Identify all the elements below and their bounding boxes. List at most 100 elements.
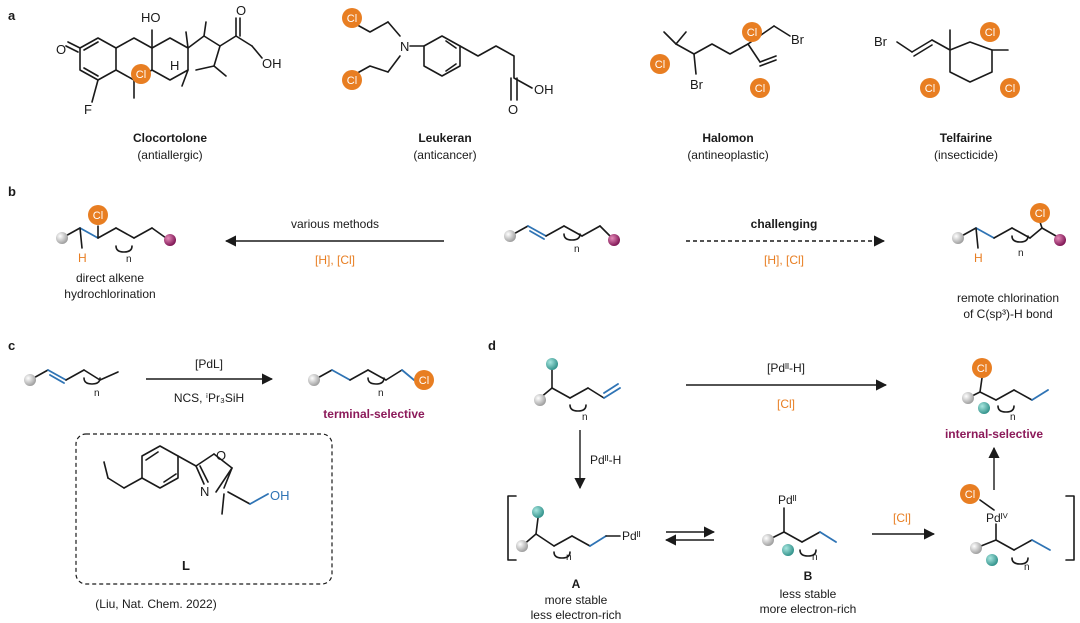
chain-subscript: n: [378, 388, 384, 399]
clocortolone-f: F: [84, 102, 92, 117]
right-caption-line1: remote chlorination: [957, 291, 1059, 305]
chain-subscript: n: [574, 244, 580, 255]
chlorine-label: Cl: [925, 83, 935, 95]
chlorine-label: Cl: [347, 75, 357, 87]
halomon-br-top: Br: [791, 32, 805, 47]
purple-substituent: [164, 234, 176, 246]
panel-label-b: b: [8, 184, 16, 199]
intermediate-a-desc2: less electron-rich: [531, 608, 622, 622]
clocortolone-structure: [65, 17, 263, 103]
added-hydrogen: H: [974, 251, 983, 265]
bracket-left: [507, 495, 517, 561]
hydrochlorination-product: [61, 225, 167, 253]
pd-iv-intermediate-structure: [975, 499, 1051, 565]
oxidation-reagent: [Cl]: [893, 511, 911, 525]
intermediate-a-desc1: more stable: [545, 593, 608, 607]
leukeran-n: N: [400, 39, 409, 54]
chlorine-label: Cl: [1035, 208, 1045, 220]
terminal-chloride-product: [313, 369, 415, 385]
left-arrow-label: various methods: [291, 217, 379, 231]
chlorine-label: Cl: [755, 83, 765, 95]
teal-substituent: [986, 554, 998, 566]
chain-subscript: n: [1010, 412, 1016, 423]
panel-label-c: c: [8, 338, 15, 353]
chlorine-label: Cl: [747, 27, 757, 39]
clocortolone-ho: HO: [141, 10, 161, 25]
chlorine-atom: [920, 78, 940, 98]
teal-substituent: [546, 358, 558, 370]
grey-substituent: [762, 534, 774, 546]
top-arrow-label: [Pdᴵᴵ-H]: [767, 361, 805, 375]
chlorine-atom: [960, 484, 980, 504]
intermediate-b-structure: [767, 507, 837, 557]
chlorine-label: Cl: [419, 375, 429, 387]
chlorine-label: Cl: [977, 363, 987, 375]
panel-c-reagents: NCS, ⁱPr₃SiH: [174, 391, 244, 405]
intermediate-b-desc2: more electron-rich: [760, 602, 857, 616]
clocortolone-oh: OH: [262, 56, 282, 71]
chlorine-atom: [88, 205, 108, 225]
grey-substituent: [56, 232, 68, 244]
halomon-structure: [663, 25, 791, 75]
ligand-o: O: [216, 448, 226, 463]
clocortolone-ketone-o: O: [236, 3, 246, 18]
compound-use-clocortolone: (antiallergic): [137, 148, 202, 162]
chain-subscript: n: [582, 412, 588, 423]
top-arrow-reagent: [Cl]: [777, 397, 795, 411]
grey-substituent: [308, 374, 320, 386]
chlorine-atom: [342, 8, 362, 28]
compound-use-leukeran: (anticancer): [413, 148, 476, 162]
purple-substituent: [1054, 234, 1066, 246]
ligand-oh: OH: [270, 488, 290, 503]
internal-chloride-product: [967, 377, 1049, 413]
chlorine-atom: [742, 22, 762, 42]
bracket-right: [1065, 495, 1075, 561]
chain-subscript: n: [566, 552, 572, 563]
ligand-n: N: [200, 484, 209, 499]
chlorine-atom: [1030, 203, 1050, 223]
panel-c-catalyst: [PdL]: [195, 357, 223, 371]
purple-substituent: [608, 234, 620, 246]
chlorine-label: Cl: [985, 27, 995, 39]
right-arrow-label: challenging: [751, 217, 818, 231]
intermediate-a-label: A: [572, 577, 581, 591]
chlorine-label: Cl: [655, 59, 665, 71]
right-caption-line2: of C(sp³)-H bond: [963, 307, 1052, 321]
remote-chlorination-product: [957, 221, 1057, 249]
clocortolone-o: O: [56, 42, 66, 57]
halomon-br-bottom: Br: [690, 77, 704, 92]
chain-subscript: n: [126, 254, 132, 265]
pd-iv: Pdᴵⱽ: [986, 511, 1009, 525]
grey-substituent: [952, 232, 964, 244]
ligand-label: L: [182, 558, 190, 573]
panel-label-a: a: [8, 8, 16, 23]
chlorine-label: Cl: [136, 69, 146, 81]
grey-substituent: [534, 394, 546, 406]
chain-subscript: n: [1024, 562, 1030, 573]
chlorine-label: Cl: [93, 210, 103, 222]
chlorine-atom: [980, 22, 1000, 42]
chlorine-label: Cl: [347, 13, 357, 25]
chlorine-atom: [131, 64, 151, 84]
compound-name-halomon: Halomon: [702, 131, 753, 145]
chlorine-atom: [650, 54, 670, 74]
added-hydrogen: H: [78, 251, 87, 265]
chlorine-atom: [972, 358, 992, 378]
leukeran-oh: OH: [534, 82, 554, 97]
left-caption-line2: hydrochlorination: [64, 287, 155, 301]
intermediate-a-structure: [521, 517, 621, 559]
compound-use-telfairine: (insecticide): [934, 148, 998, 162]
clocortolone-h: H: [170, 58, 179, 73]
left-arrow-reagent: [H], [Cl]: [315, 253, 355, 267]
grey-substituent: [504, 230, 516, 242]
left-caption-line1: direct alkene: [76, 271, 144, 285]
compound-name-leukeran: Leukeran: [418, 131, 471, 145]
leukeran-structure: [351, 21, 533, 101]
chlorine-label: Cl: [1005, 83, 1015, 95]
alkene-substrate: [509, 225, 613, 241]
pd-ii-a: Pdᴵᴵ: [622, 529, 641, 543]
compound-name-telfairine: Telfairine: [940, 131, 993, 145]
compound-use-halomon: (antineoplastic): [687, 148, 768, 162]
grey-substituent: [24, 374, 36, 386]
grey-substituent: [970, 542, 982, 554]
